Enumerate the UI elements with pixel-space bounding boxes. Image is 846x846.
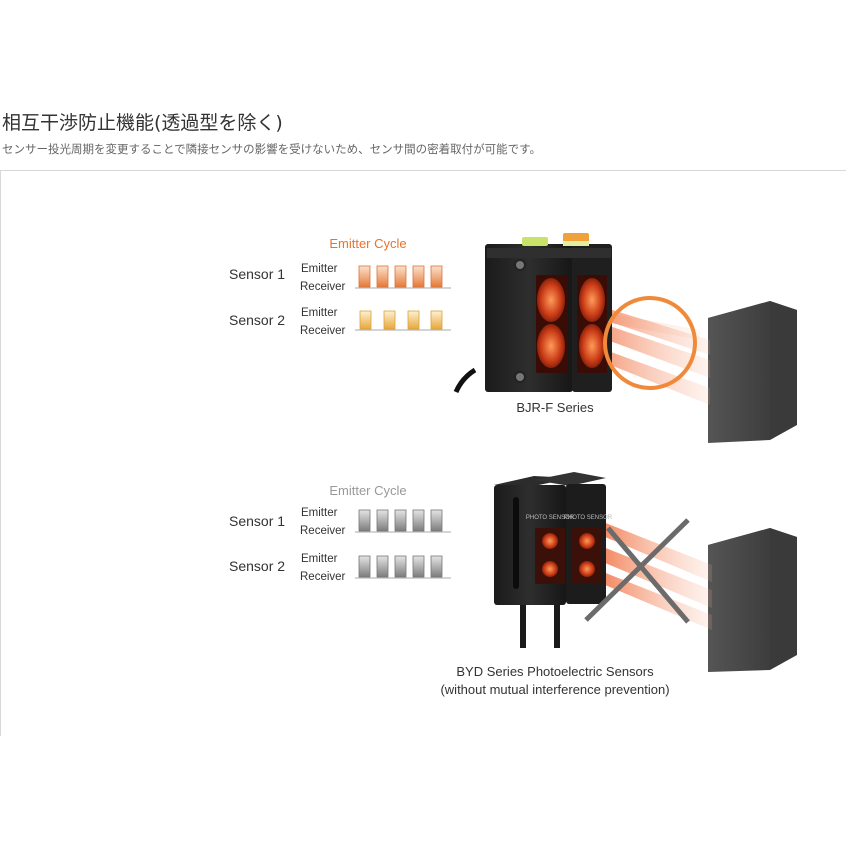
sensor1-pulses-top (358, 265, 443, 288)
sensor1-pulses-bottom (358, 509, 443, 532)
sensor-print-text-1: PHOTO SENSOR (526, 515, 575, 521)
interference-highlight-circle (603, 296, 697, 390)
emitter-cycle-label-top: Emitter Cycle (329, 236, 406, 251)
target-object-top (708, 301, 797, 443)
sensor2-label-top: Sensor 2 (229, 312, 285, 328)
pulse (359, 310, 372, 330)
sensor1-receiver-label-top: Receiver (300, 281, 346, 293)
sensor2-label-bottom: Sensor 2 (229, 558, 285, 574)
sensor1-emitter-label-bottom: Emitter (301, 507, 338, 519)
pulse (412, 265, 425, 288)
emitter-cycle-label-bottom: Emitter Cycle (329, 483, 406, 498)
page-subtitle: センサー投光周期を変更することで隣接センサの影響を受けないため、センサ間の密着取… (2, 142, 541, 156)
sensor2-receiver-label-top: Receiver (300, 325, 346, 337)
sensor2-pulses-top (359, 310, 443, 330)
pulse (430, 509, 443, 532)
pulse (430, 265, 443, 288)
bottom-diagram: Emitter Cycle Sensor 1 Emitter Receiver … (229, 472, 797, 697)
top-diagram: Emitter Cycle Sensor 1 Emitter Receiver … (229, 233, 797, 443)
bjr-f-sensor-image (453, 233, 612, 394)
no-prevention-cross-icon (584, 518, 690, 624)
pulse (376, 555, 389, 578)
sensor2-pulses-bottom (358, 555, 443, 578)
pulse (376, 509, 389, 532)
pulse (394, 555, 407, 578)
pulse (430, 555, 443, 578)
pulse (394, 509, 407, 532)
sensor1-emitter-label-top: Emitter (301, 263, 338, 275)
byd-sensor-image: PHOTO SENSOR PHOTO SENSOR (494, 472, 613, 648)
sensor1-label-bottom: Sensor 1 (229, 513, 285, 529)
sensor-print-text-2: PHOTO SENSOR (564, 515, 613, 521)
sensor2-emitter-label-top: Emitter (301, 307, 338, 319)
pulse (358, 265, 371, 288)
pulse (383, 310, 396, 330)
byd-series-label-line2: (without mutual interference prevention) (440, 682, 669, 697)
sensor2-receiver-label-bottom: Receiver (300, 571, 346, 583)
target-object-bottom (708, 528, 797, 672)
pulse (376, 265, 389, 288)
pulse (358, 555, 371, 578)
byd-series-label-line1: BYD Series Photoelectric Sensors (456, 664, 654, 679)
page-title: 相互干渉防止機能(透過型を除く) (2, 112, 283, 134)
diagram-panel (0, 170, 846, 736)
bjr-f-series-label: BJR-F Series (516, 400, 594, 415)
sensor1-label-top: Sensor 1 (229, 266, 285, 282)
pulse (412, 555, 425, 578)
pulse (412, 509, 425, 532)
sensor2-emitter-label-bottom: Emitter (301, 553, 338, 565)
pulse (358, 509, 371, 532)
sensor1-receiver-label-bottom: Receiver (300, 525, 346, 537)
pulse (394, 265, 407, 288)
pulse (430, 310, 443, 330)
pulse (407, 310, 420, 330)
